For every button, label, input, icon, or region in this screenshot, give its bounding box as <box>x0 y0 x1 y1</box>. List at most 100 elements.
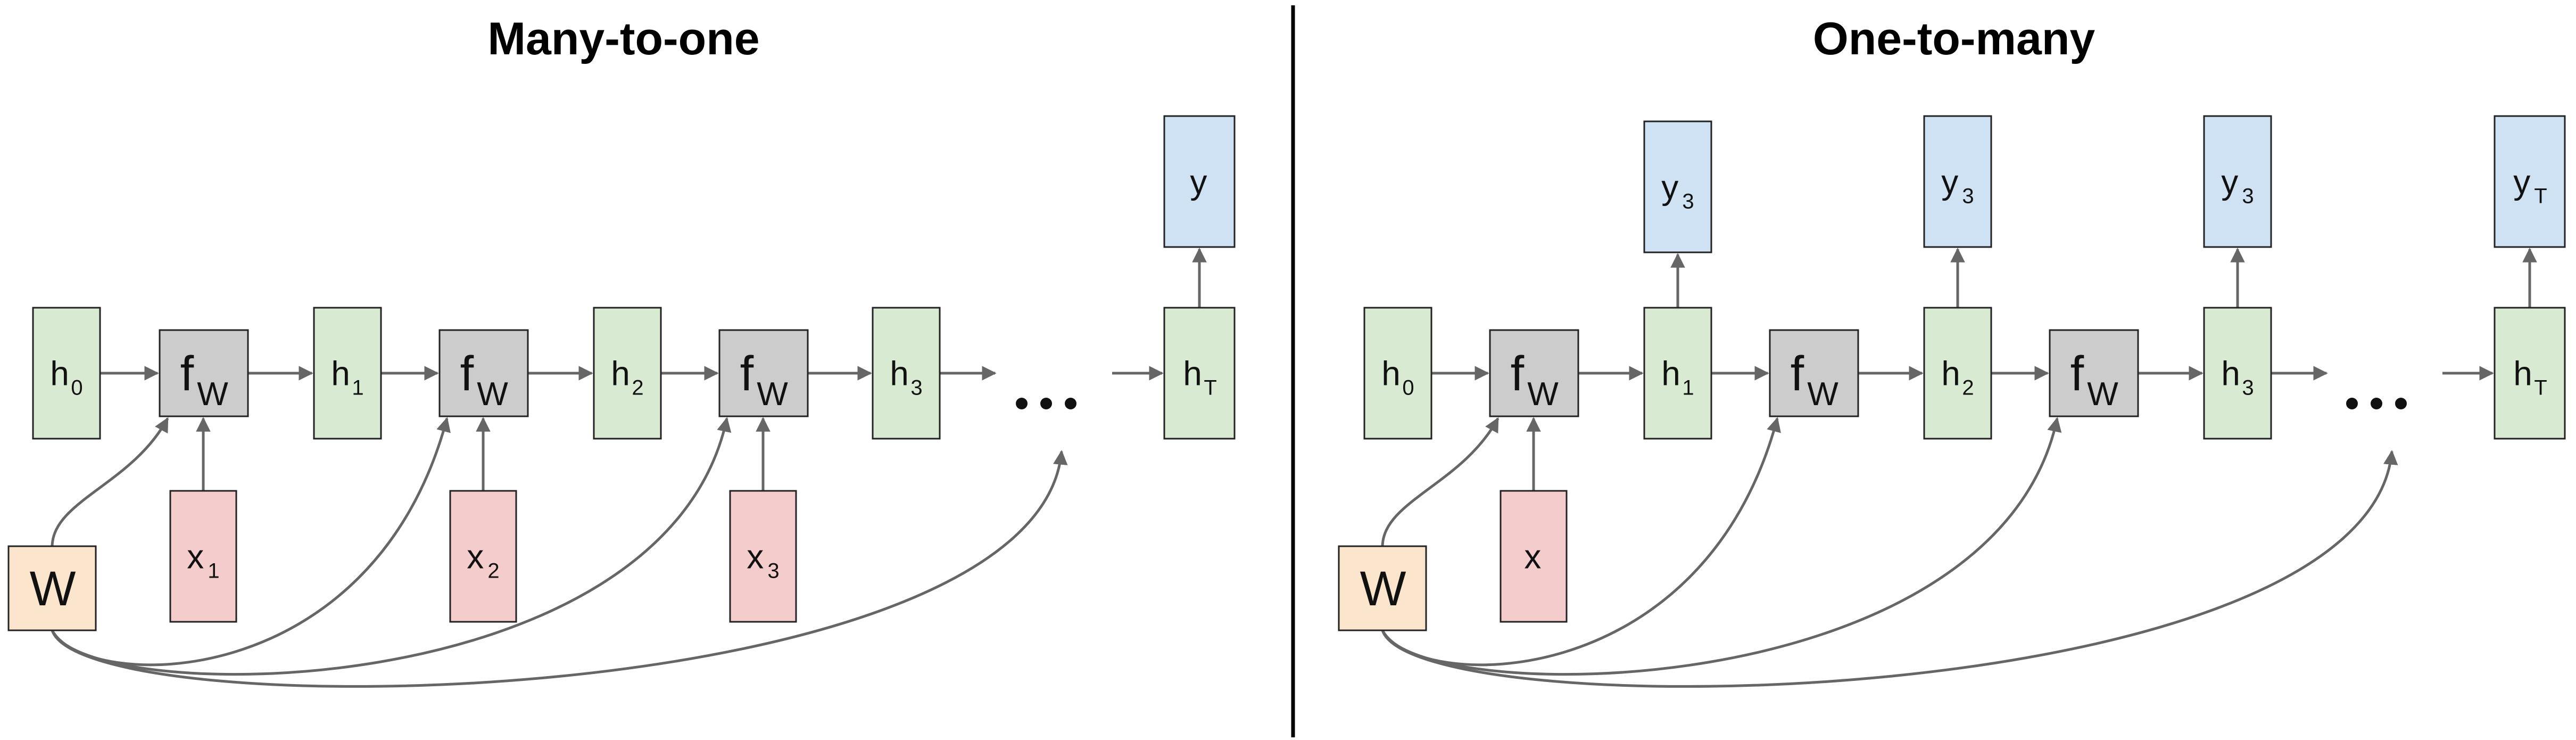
node-subscript: 0 <box>1402 376 1414 399</box>
ellipsis-dot <box>1065 398 1076 409</box>
node-subscript: 2 <box>1962 376 1974 399</box>
ellipsis-dot <box>1016 398 1028 409</box>
weight-arrow-curve <box>51 417 732 676</box>
node-label: x <box>187 537 204 575</box>
hidden-box <box>872 307 941 440</box>
node-label: y <box>2221 162 2238 201</box>
ellipsis-dot <box>2371 398 2382 409</box>
hidden-box <box>593 307 662 440</box>
node-subscript: 1 <box>208 559 219 582</box>
node-label: h <box>2221 354 2240 392</box>
node-label: h <box>50 354 69 392</box>
node-label: h <box>1661 354 1680 392</box>
panel-title: One-to-many <box>1813 13 2095 64</box>
output-box <box>2203 115 2272 248</box>
node-subscript: W <box>1807 376 1838 413</box>
node-subscript: 1 <box>352 376 363 399</box>
node-subscript: 3 <box>2242 184 2254 208</box>
node-subscript: 0 <box>71 376 82 399</box>
node-subscript: W <box>757 376 788 413</box>
node-subscript: 3 <box>1682 190 1694 213</box>
node-subscript: 3 <box>1962 184 1974 208</box>
node-subscript: 3 <box>767 559 779 582</box>
input-box <box>449 490 517 623</box>
node-subscript: W <box>2087 376 2118 413</box>
node-label: h <box>2513 354 2532 392</box>
hidden-box <box>313 307 382 440</box>
node-subscript: W <box>197 376 228 413</box>
node-label: h <box>1381 354 1401 392</box>
hidden-box <box>1643 307 1712 440</box>
node-label: f <box>460 347 474 401</box>
output-box <box>1163 115 1236 248</box>
weight-arrow-curve <box>51 450 1068 688</box>
input-box <box>729 490 797 623</box>
node-label: f <box>740 347 754 401</box>
node-subscript: 3 <box>2242 376 2254 399</box>
fn-box <box>438 329 529 417</box>
hidden-box <box>1363 307 1432 440</box>
weight-box <box>1338 545 1427 631</box>
fn-box <box>2049 329 2139 417</box>
node-subscript: T <box>2534 184 2547 208</box>
fn-box <box>718 329 809 417</box>
input-box <box>169 490 237 623</box>
panel-title: Many-to-one <box>487 13 759 64</box>
weight-arrow-curve <box>1381 417 1781 667</box>
node-subscript: 1 <box>1682 376 1694 399</box>
weight-arrow-curve <box>51 417 451 667</box>
node-label: h <box>890 354 909 392</box>
output-box <box>2494 115 2566 248</box>
node-W: W <box>1338 545 1427 631</box>
node-subscript: 2 <box>632 376 643 399</box>
hidden-box <box>2494 307 2566 440</box>
output-box <box>1923 115 1992 248</box>
node-x: x <box>1500 490 1568 623</box>
ellipsis <box>2346 398 2407 409</box>
fn-box <box>1489 329 1579 417</box>
fn-box <box>159 329 249 417</box>
node-label: y <box>1190 162 1207 201</box>
node-label: h <box>331 354 350 392</box>
node-label: f <box>180 347 194 401</box>
node-subscript: T <box>1204 376 1216 399</box>
ellipsis-dot <box>2346 398 2358 409</box>
node-label: x <box>467 537 484 575</box>
fn-box <box>1769 329 1859 417</box>
ellipsis-dot <box>2395 398 2407 409</box>
node-label: y <box>1661 168 1678 206</box>
input-box <box>1500 490 1568 623</box>
weight-arrow-curve <box>1381 450 2398 688</box>
node-label: x <box>747 537 764 575</box>
node-label: h <box>1941 354 1960 392</box>
node-label: y <box>2513 162 2530 201</box>
node-subscript: 2 <box>487 559 499 582</box>
node-subscript: T <box>2534 376 2547 399</box>
node-label: W <box>1360 562 1406 616</box>
node-subscript: W <box>477 376 508 413</box>
output-box <box>1643 120 1712 253</box>
hidden-box <box>1923 307 1992 440</box>
